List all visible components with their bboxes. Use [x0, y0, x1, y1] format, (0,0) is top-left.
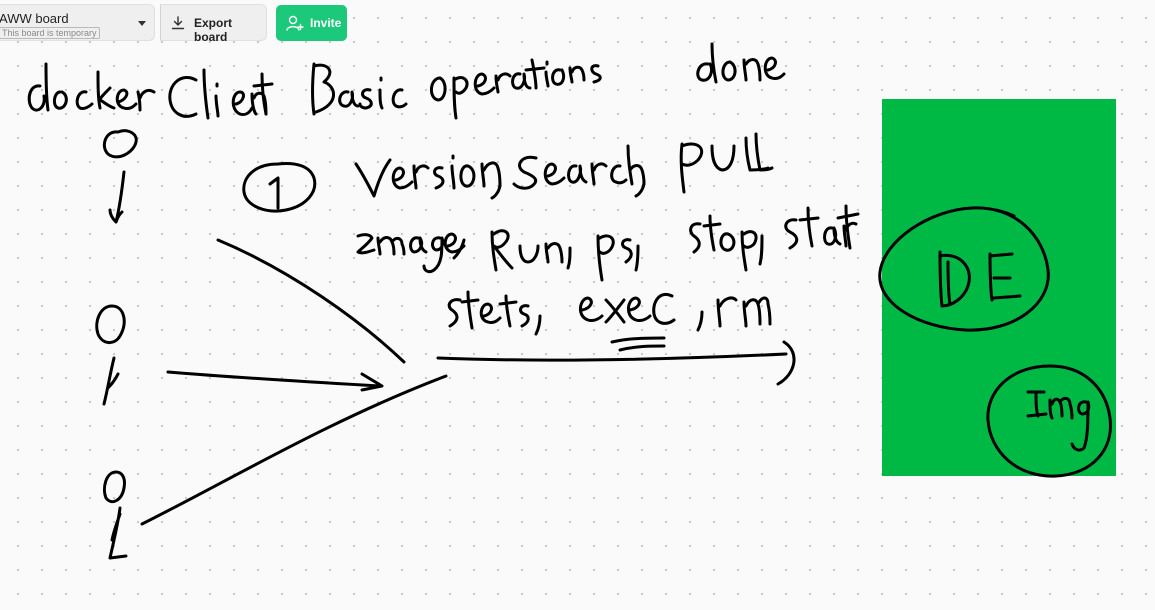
chevron-down-icon[interactable]	[138, 21, 146, 26]
handwriting-pull	[679, 132, 774, 194]
handwriting-run	[490, 229, 572, 272]
arrow-bottom	[140, 374, 448, 526]
add-user-icon	[286, 15, 304, 31]
handwriting-images	[356, 232, 466, 274]
export-board-button[interactable]: Export board	[160, 4, 267, 44]
handwriting-start	[784, 204, 860, 250]
temporary-badge: This board is temporary	[0, 27, 100, 39]
arrow-top	[216, 238, 406, 364]
circled-de-label	[878, 206, 1050, 332]
arrow-middle	[166, 370, 384, 392]
handwriting-stop	[689, 214, 764, 272]
circled-number-one	[242, 162, 317, 213]
invite-label: Invite	[310, 16, 342, 30]
stick-figure-bottom	[102, 470, 128, 560]
board-menu[interactable]: AWW board This board is temporary	[0, 4, 155, 41]
handwriting-exec	[579, 293, 704, 352]
stick-figure-top	[102, 129, 138, 224]
handwriting-basic	[311, 62, 408, 116]
board-title: AWW board	[0, 11, 69, 26]
handwriting-version	[354, 154, 502, 200]
circled-img-label	[986, 364, 1112, 478]
stick-figure-middle	[95, 304, 126, 406]
underline-bracket	[436, 340, 796, 386]
handwriting-ps	[596, 234, 640, 282]
handwriting-search	[512, 144, 646, 198]
download-icon	[171, 16, 185, 30]
export-board-label: Export board	[194, 16, 233, 44]
handwriting-stats	[447, 290, 542, 336]
handwriting-rm	[716, 296, 772, 328]
invite-button[interactable]: Invite	[276, 5, 347, 41]
handwriting-operations	[430, 58, 602, 120]
handwriting-client	[168, 68, 274, 120]
handwriting-docker	[27, 62, 156, 112]
green-sticky-shape[interactable]	[882, 99, 1116, 476]
handwriting-done	[696, 42, 786, 84]
